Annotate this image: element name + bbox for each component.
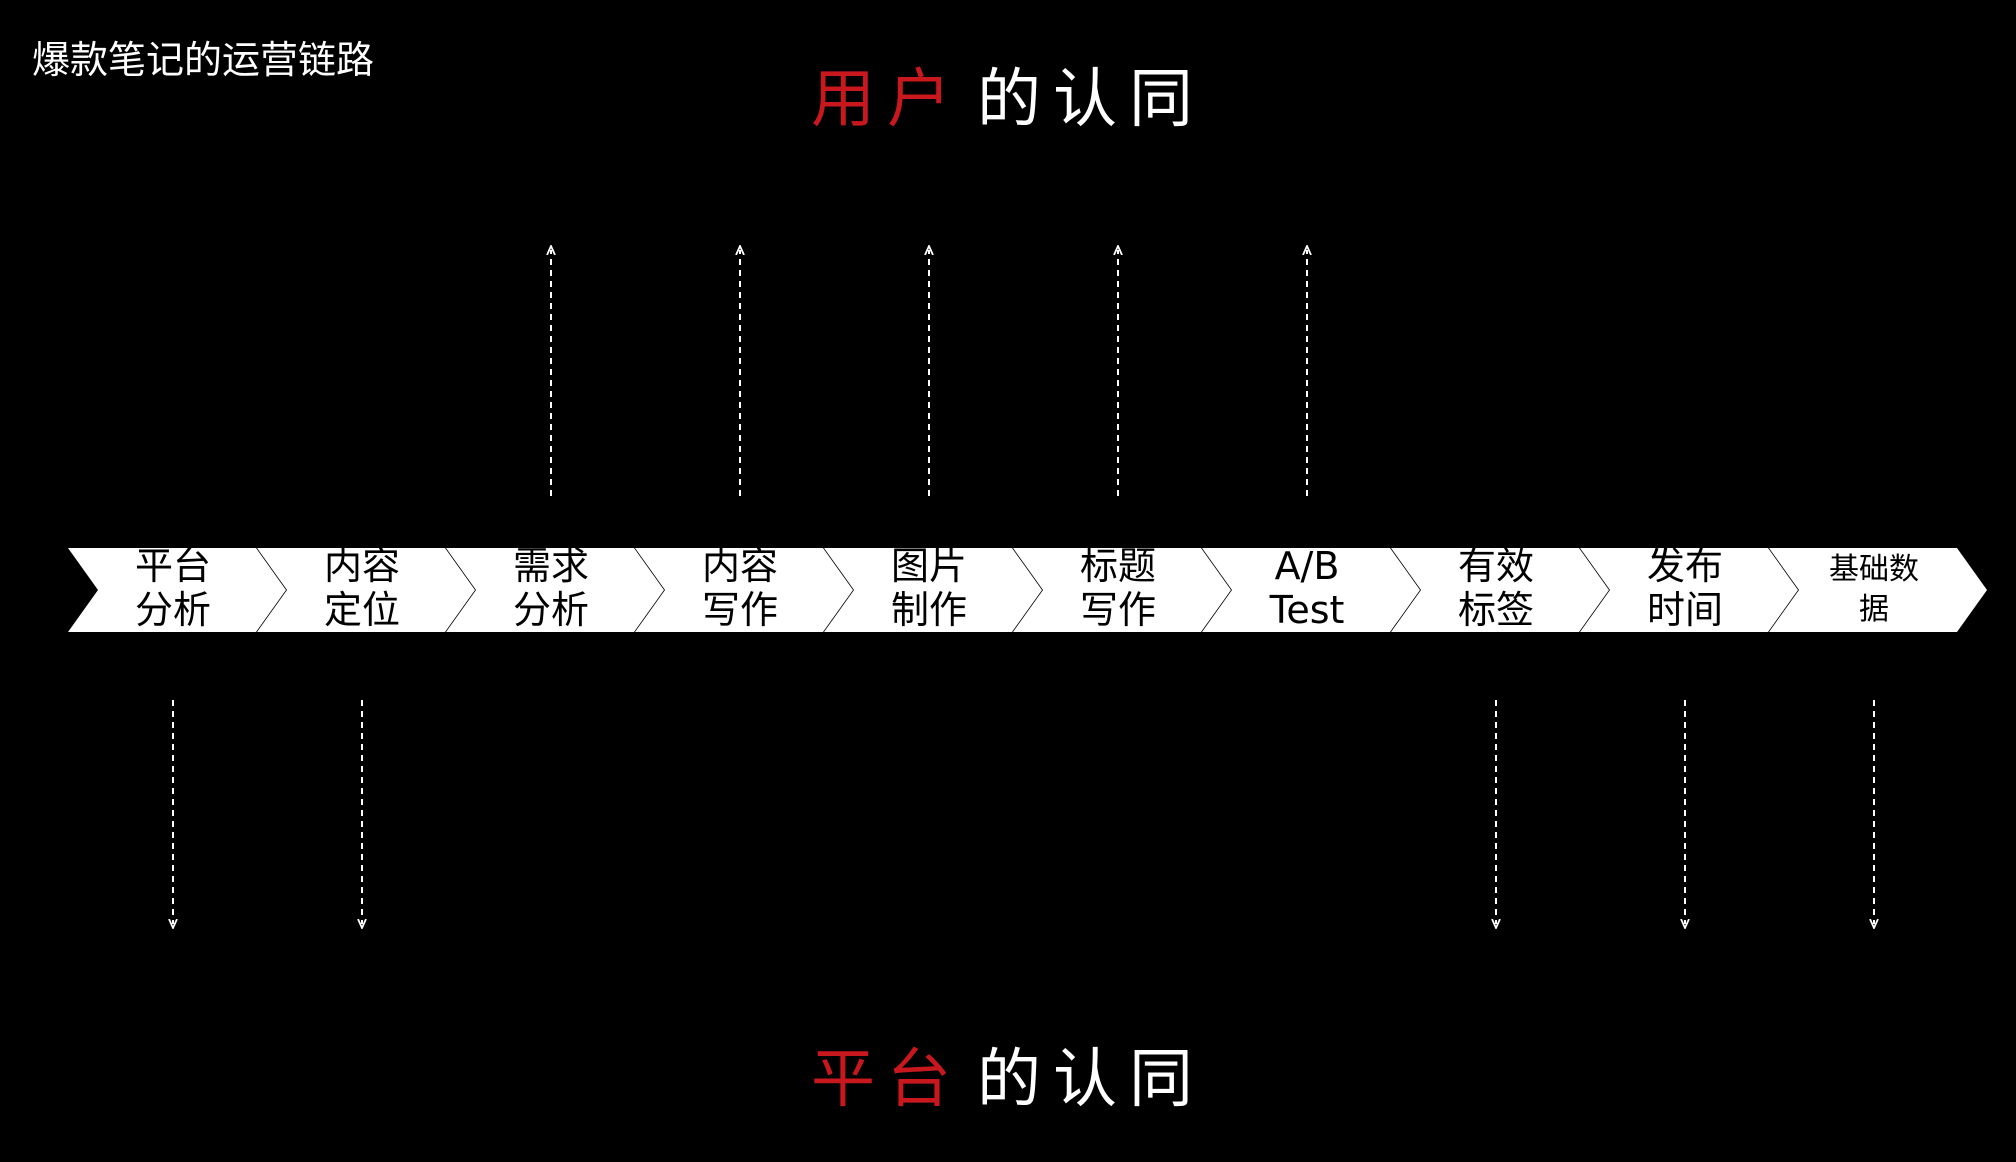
step-label-line-1: 内容 [701,544,778,588]
chevron-step-8 [1391,548,1609,632]
step-label-line-2: 分析 [134,588,211,632]
chevron-step-3 [446,548,664,632]
step-label-line-2: 标签 [1457,588,1534,632]
step-label-line-1: 基础数 [1829,552,1919,587]
step-label-line-1: A/B [1274,544,1340,588]
step-label-9: 发布时间 [1600,544,1770,632]
step-label-1: 平台分析 [88,544,258,632]
step-label-line-1: 需求 [512,544,589,588]
chevron-step-2 [257,548,475,632]
user-recognition-heading: 用户的认同 [0,60,2016,140]
step-label-4: 内容写作 [655,544,825,632]
chevron-step-9 [1580,548,1798,632]
chevron-step-10 [1769,548,1987,632]
chevron-step-4 [635,548,853,632]
step-label-2: 内容定位 [277,544,447,632]
step-label-6: 标题写作 [1033,544,1203,632]
step-label-line-2: 制作 [890,588,967,632]
step-label-line-1: 有效 [1457,544,1534,588]
chevron-row [68,548,1987,632]
user-recognition-rest: 的认同 [977,63,1205,137]
chevron-step-5 [824,548,1042,632]
step-label-line-2: 写作 [1079,588,1156,632]
step-label-line-2: 据 [1859,592,1889,627]
step-label-line-1: 平台 [134,544,211,588]
step-label-line-2: 写作 [701,588,778,632]
arrow-group [173,250,1874,924]
step-label-5: 图片制作 [844,544,1014,632]
step-label-line-2: 定位 [323,588,400,632]
step-label-line-1: 内容 [323,544,400,588]
chevron-step-1 [68,548,286,632]
step-label-3: 需求分析 [466,544,636,632]
slide-title: 爆款笔记的运营链路 [32,38,375,82]
platform-recognition-rest: 的认同 [977,1043,1205,1117]
step-label-line-2: 时间 [1646,588,1723,632]
step-label-line-1: 发布 [1646,544,1723,588]
step-label-line-2: 分析 [512,588,589,632]
step-label-10: 基础数据 [1789,550,1959,630]
step-label-line-1: 图片 [890,544,967,588]
step-label-8: 有效标签 [1411,544,1581,632]
platform-recognition-heading: 平台的认同 [0,1040,2016,1120]
user-recognition-accent: 用户 [811,63,963,137]
chevron-step-7 [1202,548,1420,632]
step-label-line-2: Test [1269,588,1345,632]
platform-recognition-accent: 平台 [811,1043,963,1117]
chevron-step-6 [1013,548,1231,632]
step-label-line-1: 标题 [1079,544,1156,588]
